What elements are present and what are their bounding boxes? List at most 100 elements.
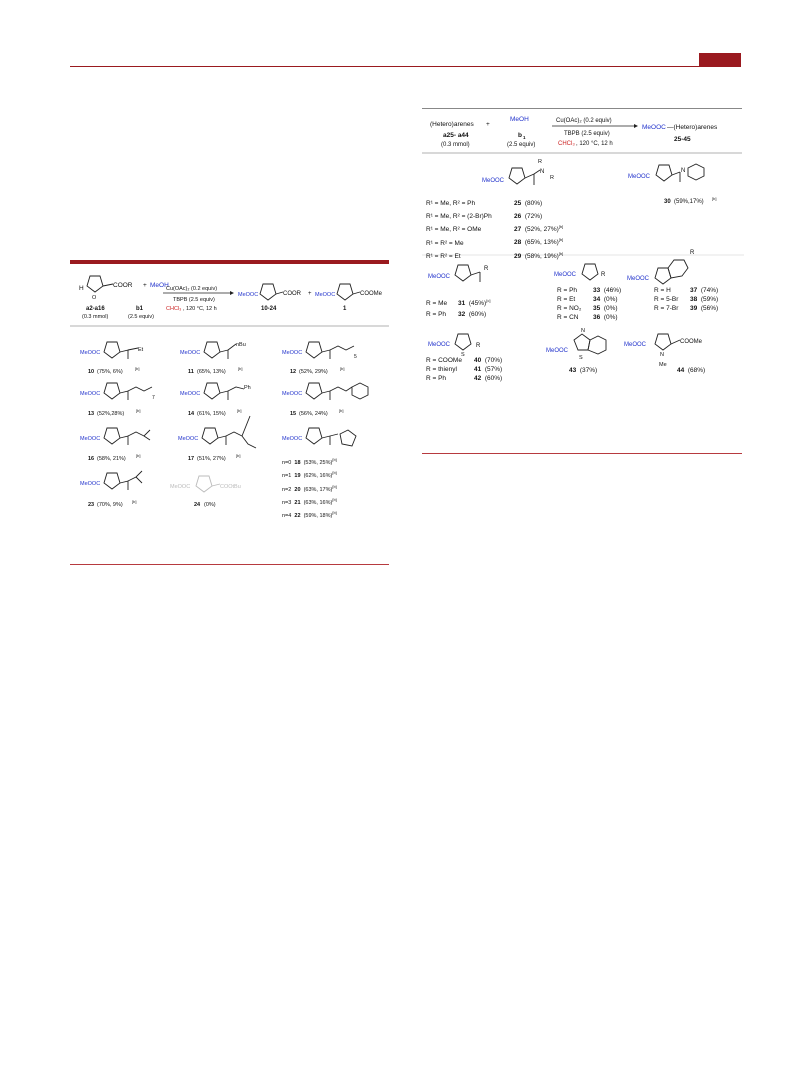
ring-series-list: n=0 18 (53%, 25%)[b] n=1 19 (62%, 16%)[b… (282, 455, 337, 522)
compound-43-label: 43 (37%) (569, 367, 598, 374)
svg-text:O: O (92, 295, 97, 301)
svg-text:COOR: COOR (113, 282, 133, 289)
svg-text:TBPB (2.5 equiv): TBPB (2.5 equiv) (173, 297, 215, 303)
svg-text:MeOOC: MeOOC (428, 274, 451, 280)
svg-text:(58%, 21%): (58%, 21%) (97, 456, 126, 462)
svg-text:MeOOC: MeOOC (238, 292, 258, 298)
reactant-furan: H O COOR (79, 275, 133, 301)
svg-text:MeOOC: MeOOC (546, 348, 569, 354)
svg-text:R: R (484, 266, 489, 272)
svg-text:MeOOC: MeOOC (428, 342, 451, 348)
svg-text:10: 10 (88, 369, 94, 375)
svg-text:N: N (581, 328, 585, 334)
svg-text:S: S (579, 355, 583, 361)
compound-16: MeOOC 16 (58%, 21%) [b] (80, 427, 151, 462)
furan-structure: MeOOC R (554, 263, 606, 281)
svg-text:15: 15 (290, 411, 296, 417)
compound-11: MeOOC nBu 11 (65%, 13%) [b] (180, 341, 246, 375)
svg-text:Me: Me (659, 362, 667, 368)
svg-text:MeOOC: MeOOC (642, 124, 666, 131)
svg-text:(75%, 6%): (75%, 6%) (97, 369, 123, 375)
svg-text:R: R (476, 343, 481, 349)
right-scheme-top-rule (422, 108, 742, 109)
svg-text:7: 7 (152, 395, 155, 401)
left-scheme-figure: H O COOR + MeOH a2-a16 (0.3 mmol) b1 (2.… (70, 275, 389, 508)
svg-text:a25- a44: a25- a44 (443, 132, 469, 139)
ring-row: n=4 22 (59%, 18%)[b] (282, 510, 337, 520)
svg-text:16: 16 (88, 456, 94, 462)
ring-row: n=0 18 (53%, 25%)[b] (282, 457, 337, 466)
svg-text:[b]: [b] (236, 453, 240, 458)
svg-text:MeOOC: MeOOC (80, 391, 100, 397)
ring-row: n=2 20 (63%, 17%)[b] (282, 483, 337, 493)
svg-text:MeOOC: MeOOC (554, 272, 577, 278)
svg-text:CHCl₃: CHCl₃ (166, 306, 181, 312)
compound-15: MeOOC 15 (56%, 24%) [b] (282, 382, 369, 417)
ring-row: n=1 19 (62%, 16%)[b] (282, 470, 337, 480)
compound-44-label: 44 (68%) (677, 367, 706, 374)
svg-text:R: R (690, 250, 695, 256)
svg-text:Cu(OAc)₂ (0.2 equiv): Cu(OAc)₂ (0.2 equiv) (556, 118, 612, 124)
svg-text:MeOH: MeOH (150, 282, 169, 289)
svg-text:nBu: nBu (236, 342, 246, 348)
svg-text:[b]: [b] (136, 453, 140, 458)
svg-text:COOMe: COOMe (360, 291, 383, 297)
svg-text:—(Hetero)arenes: —(Hetero)arenes (667, 124, 718, 131)
right-scheme-bottom-rule (422, 453, 742, 454)
svg-text:(70%, 9%): (70%, 9%) (97, 502, 123, 508)
thiophene-structure: MeOOC S R (428, 333, 481, 358)
svg-text:N: N (681, 168, 685, 174)
header-tab (699, 53, 741, 66)
svg-text:MeOOC: MeOOC (80, 350, 100, 356)
compound-18-22: MeOOC (282, 427, 357, 447)
svg-text:12: 12 (290, 369, 296, 375)
svg-text:MeOOC: MeOOC (624, 342, 647, 348)
svg-text:[b]: [b] (238, 366, 242, 371)
benzothiazole-structure: MeOOC N S (546, 328, 607, 361)
compound-24: MeOOC COOtBu 24 (0%) (170, 475, 241, 508)
svg-text:(0.3 mmol): (0.3 mmol) (82, 314, 108, 320)
svg-text:R: R (601, 272, 606, 278)
svg-text:[b]: [b] (132, 499, 136, 504)
svg-text:TBPB (2.5 equiv): TBPB (2.5 equiv) (564, 131, 610, 137)
svg-text:+: + (143, 282, 147, 289)
svg-text:CHCl₃: CHCl₃ (558, 141, 575, 147)
svg-text:R: R (550, 175, 554, 181)
svg-text:[b]: [b] (340, 366, 344, 371)
svg-text:[b]: [b] (237, 408, 241, 413)
benzofuran-structure: MeOOC R (627, 250, 695, 285)
svg-text:14: 14 (188, 411, 195, 417)
svg-text:24: 24 (194, 502, 201, 508)
svg-text:MeOOC: MeOOC (178, 436, 198, 442)
svg-text:+: + (308, 291, 312, 297)
left-scheme-bottom-rule (70, 564, 389, 565)
svg-text:(59%,17%): (59%,17%) (674, 199, 704, 205)
svg-text:, 120 °C, 12 h: , 120 °C, 12 h (183, 306, 217, 312)
svg-text:MeOOC: MeOOC (282, 391, 302, 397)
svg-text:[b]: [b] (136, 408, 140, 413)
svg-text:MeOOC: MeOOC (80, 481, 100, 487)
svg-text:S: S (461, 352, 465, 358)
ketone-structure: MeOOC R (428, 264, 489, 282)
svg-text:10-24: 10-24 (261, 306, 277, 312)
svg-text:25-45: 25-45 (674, 136, 691, 143)
compound-30: MeOOC N 30 (59%,17%) [b] (628, 163, 716, 205)
svg-text:5: 5 (354, 354, 357, 360)
svg-text:COOMe: COOMe (680, 339, 703, 345)
svg-text:30: 30 (664, 199, 671, 205)
svg-text:COOR: COOR (283, 291, 302, 297)
svg-text:MeOOC: MeOOC (180, 391, 200, 397)
